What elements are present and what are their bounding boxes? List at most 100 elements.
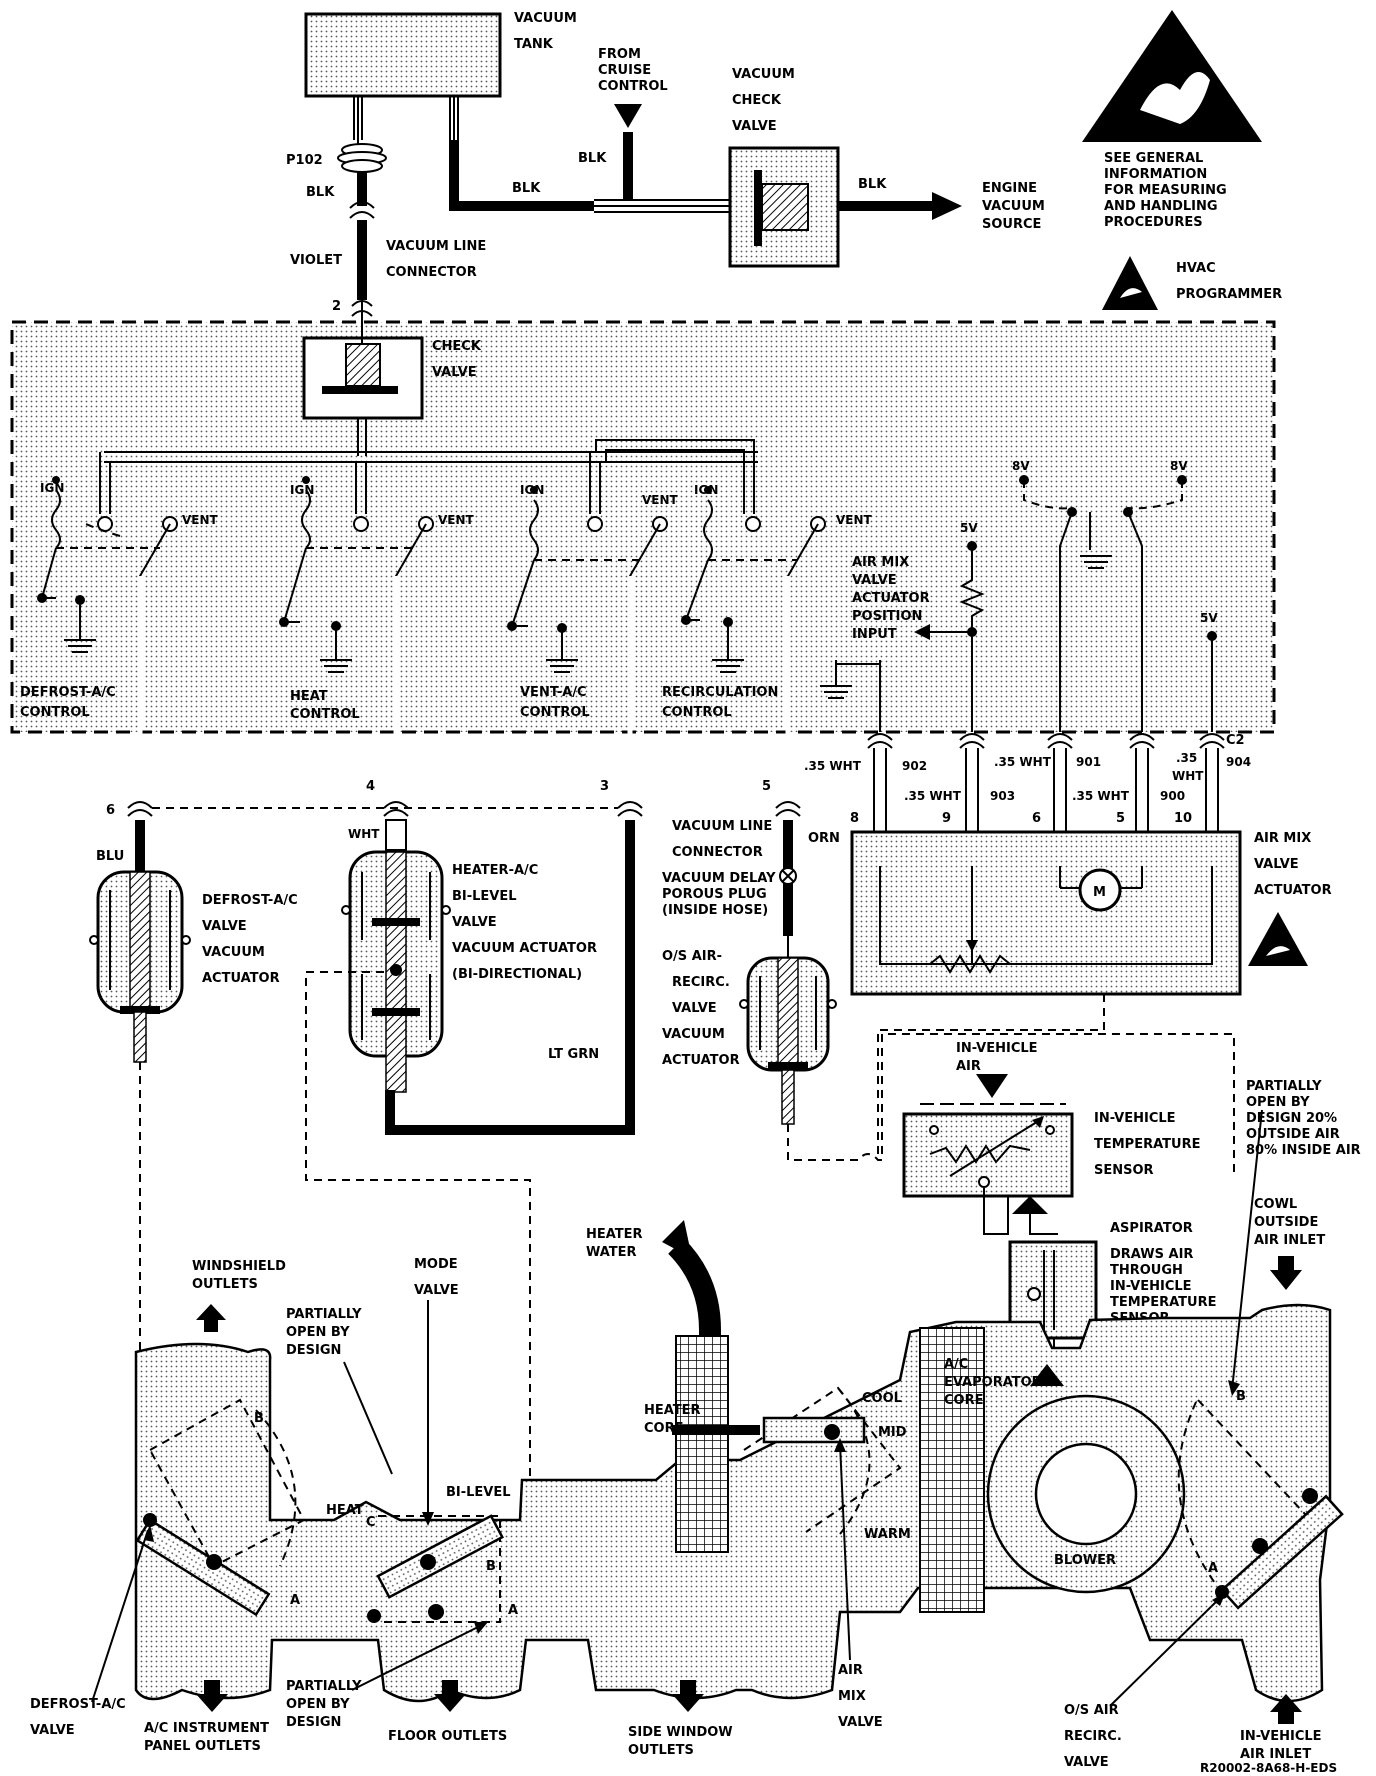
esd-small-icon-actuator <box>1248 912 1308 966</box>
air-mix-actuator-3: ACTUATOR <box>1254 883 1332 898</box>
cowl-1: COWL <box>1254 1197 1297 1212</box>
in-vehicle-air-2: AIR <box>956 1059 981 1074</box>
programmer-check-valve <box>302 336 424 420</box>
heater-water-2: WATER <box>586 1245 637 1260</box>
check-valve-1: CHECK <box>432 339 482 354</box>
v8-label-1: 8V <box>1012 459 1030 473</box>
wire-label-9: WHT <box>1172 769 1204 783</box>
check-valve-top-3: VALVE <box>732 119 777 134</box>
hose-connector-row <box>127 801 801 817</box>
partially-open-1a: PARTIALLY <box>286 1307 362 1322</box>
defrost-valve-2: VALVE <box>30 1723 75 1738</box>
pin-9: 9 <box>942 811 951 826</box>
wire-label-4: .35 WHT <box>994 755 1052 769</box>
check-valve-2: VALVE <box>432 365 477 380</box>
aspirator-3: THROUGH <box>1110 1263 1183 1278</box>
pin-10: 10 <box>1174 811 1192 826</box>
heat-control-2: CONTROL <box>290 707 360 722</box>
temp-sensor-1: IN-VEHICLE <box>1094 1111 1176 1126</box>
air-mix-input-3: ACTUATOR <box>852 591 930 606</box>
os-actuator-3: VALVE <box>672 1001 717 1016</box>
vent-control-1: VENT-A/C <box>520 685 587 700</box>
recirc-control-1: RECIRCULATION <box>662 685 778 700</box>
hose-pin-6: 6 <box>106 803 115 818</box>
ign-label-3: IGN <box>520 483 544 497</box>
connector-p102 <box>337 143 387 173</box>
cruise-arrow-icon <box>614 104 642 128</box>
heater-core <box>675 1335 729 1553</box>
vacuum-manifold <box>104 451 758 463</box>
os-air-recirc-valve-flap <box>1177 1399 1344 1610</box>
air-mix-input-2: VALVE <box>852 573 897 588</box>
hose-pin-3: 3 <box>600 779 609 794</box>
violet-label: VIOLET <box>290 253 342 268</box>
mode-valve-flap <box>367 1514 504 1623</box>
mode-valve-1: MODE <box>414 1257 458 1272</box>
solenoid-defrost <box>37 476 178 790</box>
os-actuator-2: RECIRC. <box>672 975 730 990</box>
wire-label-3: 903 <box>990 789 1015 803</box>
blk-label-p102: BLK <box>306 185 335 200</box>
in-vehicle-inlet-arrow-icon <box>1270 1694 1302 1724</box>
cool-label: COOL <box>862 1391 902 1406</box>
footer-code: R20002-8A68-H-EDS <box>1200 1761 1337 1775</box>
orn-label: ORN <box>808 831 840 846</box>
bilevel-label: BI-LEVEL <box>446 1485 511 1500</box>
heater-core-1: HEATER <box>644 1403 701 1418</box>
windshield-2: OUTLETS <box>192 1277 258 1292</box>
motor-label: M <box>1093 885 1106 900</box>
wire-label-1: 902 <box>902 759 927 773</box>
in-vehicle-inlet-2: AIR INLET <box>1240 1747 1311 1762</box>
evap-core-1: A/C <box>944 1357 968 1372</box>
heater-actuator-4: VACUUM ACTUATOR <box>452 941 597 956</box>
letter-a-1: A <box>290 1593 300 1608</box>
ip-outlets-2: PANEL OUTLETS <box>144 1739 261 1754</box>
blu-label: BLU <box>96 849 124 864</box>
tank-outlet-lines <box>357 96 455 150</box>
defrost-valve-1: DEFROST-A/C <box>30 1697 126 1712</box>
vacuum-check-valve-top <box>728 146 840 268</box>
delay-plug-3: (INSIDE HOSE) <box>662 903 768 918</box>
esd-note-3: FOR MEASURING <box>1104 183 1227 198</box>
letter-a-2: A <box>508 1603 518 1618</box>
delay-plug-2: POROUS PLUG <box>662 887 767 902</box>
os-valve-3: VALVE <box>1064 1755 1109 1770</box>
air-mix-valve-1: AIR <box>838 1663 863 1678</box>
check-valve-top-2: CHECK <box>732 93 782 108</box>
os-valve-1: O/S AIR <box>1064 1703 1119 1718</box>
in-vehicle-temperature-sensor <box>902 1112 1074 1198</box>
solenoid-vent <box>507 486 668 790</box>
air-mix-input-4: POSITION <box>852 609 922 624</box>
heat-label: HEAT <box>326 1503 364 1518</box>
wire-label-6: .35 WHT <box>1072 789 1130 803</box>
blk-label-tank: BLK <box>512 181 541 196</box>
recirc-control-2: CONTROL <box>662 705 732 720</box>
mode-valve-2: VALVE <box>414 1283 459 1298</box>
temp-sensor-2: TEMPERATURE <box>1094 1137 1200 1152</box>
lt-grn-hose <box>385 820 635 1135</box>
wire-label-5: 901 <box>1076 755 1101 769</box>
ip-outlets-1: A/C INSTRUMENT <box>144 1721 269 1736</box>
v5b-label: 5V <box>1200 611 1218 625</box>
defrost-valve-vacuum-actuator <box>89 870 191 1063</box>
hvac-programmer-2: PROGRAMMER <box>1176 287 1282 302</box>
pin-2: 2 <box>332 299 341 314</box>
esd-note-2: INFORMATION <box>1104 167 1207 182</box>
from-cruise-1: FROM <box>598 47 641 62</box>
floor-outlets-arrow-icon <box>434 1680 466 1712</box>
vent-label-3: VENT <box>642 493 679 507</box>
pin-8: 8 <box>850 811 859 826</box>
ign-label-4: IGN <box>694 483 718 497</box>
partially-open-2b: OPEN BY <box>286 1697 350 1712</box>
solenoid-recirc <box>681 486 826 790</box>
partial-20-5: 80% INSIDE AIR <box>1246 1143 1361 1158</box>
vlc-top-1: VACUUM LINE <box>386 239 486 254</box>
aspirator-2: DRAWS AIR <box>1110 1247 1193 1262</box>
defrost-actuator-4: ACTUATOR <box>202 971 280 986</box>
partial-20-1: PARTIALLY <box>1246 1079 1322 1094</box>
hose-pin-5: 5 <box>762 779 771 794</box>
air-mix-valve-flap <box>743 1386 902 1535</box>
heater-actuator-1: HEATER-A/C <box>452 863 538 878</box>
side-outlets-1: SIDE WINDOW <box>628 1725 733 1740</box>
heater-water-1: HEATER <box>586 1227 643 1242</box>
